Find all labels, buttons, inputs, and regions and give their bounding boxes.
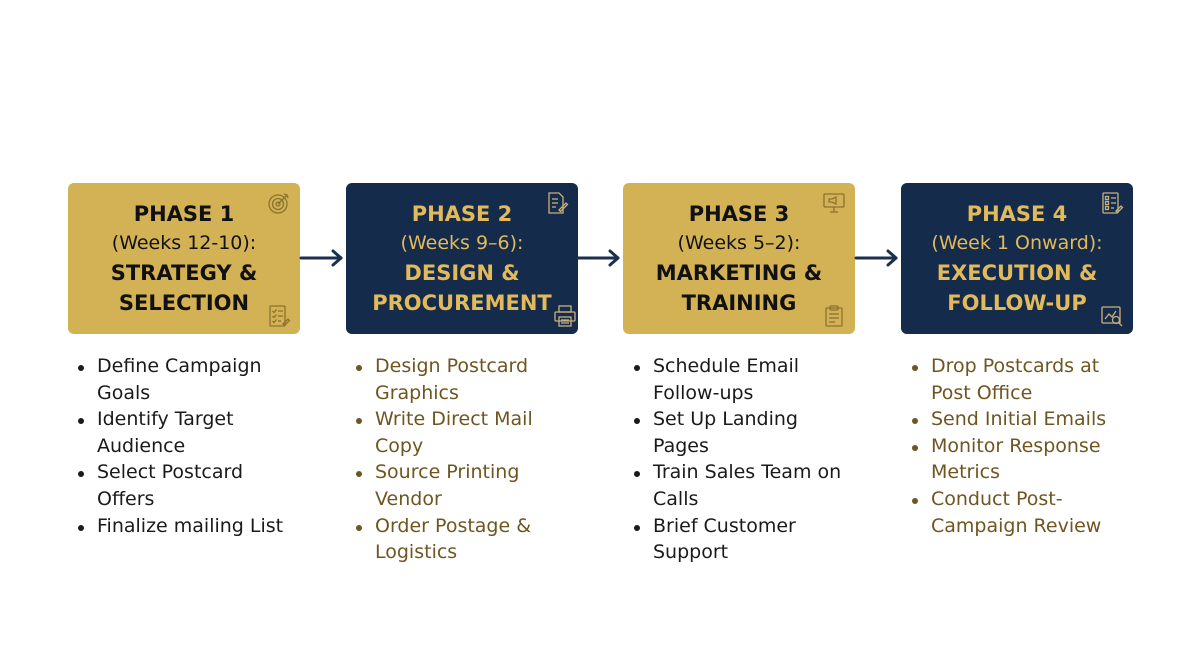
- list-item: Send Initial Emails: [912, 406, 1106, 433]
- checklist-icon: [267, 304, 291, 328]
- phase-name-line-1: STRATEGY &: [110, 260, 258, 285]
- phase-name-line-1: DESIGN &: [404, 260, 520, 285]
- phase-name-line-2: FOLLOW-UP: [947, 290, 1087, 315]
- phase-name-line-2: TRAINING: [681, 290, 797, 315]
- phase-title: PHASE 3: [688, 201, 790, 226]
- phase-title: PHASE 2: [411, 201, 513, 226]
- arrow-1-to-2: [299, 246, 345, 270]
- task-list-icon: [1100, 191, 1124, 215]
- phase-name-line-1: MARKETING &: [655, 260, 823, 285]
- phase-weeks: (Weeks 9–6):: [400, 231, 524, 254]
- phase-3-card: PHASE 3 (Weeks 5–2): MARKETING & TRAININ…: [623, 183, 855, 334]
- phase-name-line-2: PROCUREMENT: [372, 290, 552, 315]
- list-item: Conduct Post-Campaign Review: [912, 486, 1106, 539]
- phase-1-card: PHASE 1 (Weeks 12-10): STRATEGY & SELECT…: [68, 183, 300, 334]
- phase-weeks: (Weeks 5–2):: [677, 231, 801, 254]
- phase-title: PHASE 1: [133, 201, 235, 226]
- arrow-3-to-4: [854, 246, 900, 270]
- list-item: Order Postage &Logistics: [356, 513, 533, 566]
- phase-weeks: (Weeks 12-10):: [111, 231, 257, 254]
- list-item: Finalize mailing List: [78, 513, 283, 540]
- analytics-search-icon: [1100, 304, 1124, 328]
- phase-title: PHASE 4: [966, 201, 1068, 226]
- phase-weeks: (Week 1 Onward):: [931, 231, 1103, 254]
- clipboard-icon: [822, 304, 846, 328]
- phase-4-card: PHASE 4 (Week 1 Onward): EXECUTION & FOL…: [901, 183, 1133, 334]
- phase-name-line-1: EXECUTION &: [936, 260, 1098, 285]
- printer-icon: [553, 304, 577, 328]
- arrow-2-to-3: [576, 246, 622, 270]
- phase-name-line-2: SELECTION: [118, 290, 250, 315]
- phase-2-card: PHASE 2 (Weeks 9–6): DESIGN & PROCUREMEN…: [346, 183, 578, 334]
- target-icon: [267, 191, 291, 215]
- presentation-board-icon: [822, 191, 846, 215]
- design-document-icon: [545, 191, 569, 215]
